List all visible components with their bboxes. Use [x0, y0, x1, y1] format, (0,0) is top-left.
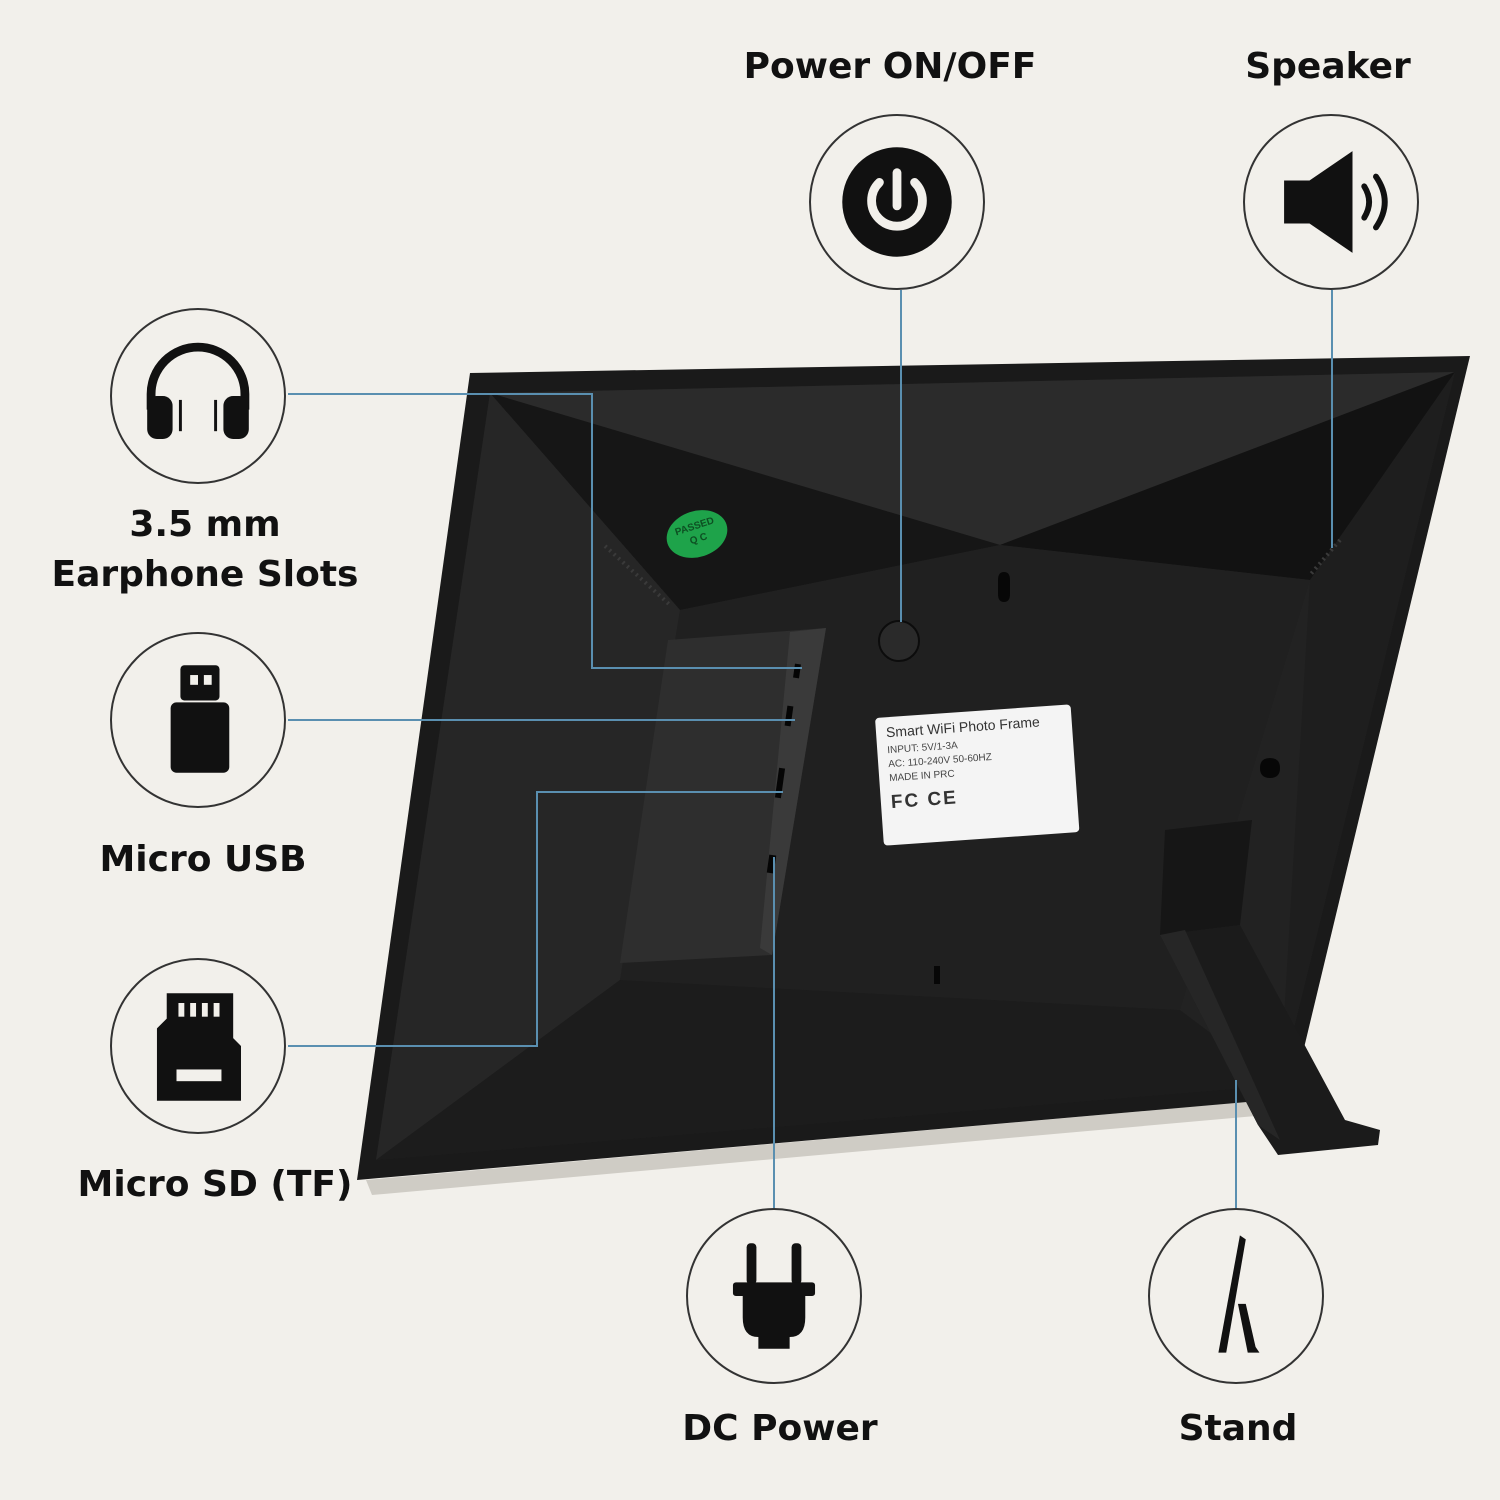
sd-port	[774, 767, 786, 799]
mount-hole-bottom	[934, 966, 940, 984]
facet-top	[490, 372, 1455, 545]
earphone-label-line1: 3.5 mm	[129, 504, 281, 545]
facet-left	[376, 393, 680, 1160]
speaker-grille-left	[603, 544, 672, 607]
earphone-label-line2: Earphone Slots	[51, 554, 359, 596]
power-icon	[842, 147, 952, 257]
headphones-icon	[146, 342, 250, 439]
usb-stick-icon	[170, 665, 230, 773]
facet-bottom	[376, 980, 1280, 1160]
power-button	[878, 620, 920, 662]
mount-hole-top	[998, 572, 1010, 602]
port-strip	[760, 628, 826, 955]
stand-icon	[1218, 1235, 1260, 1353]
facet-right	[1280, 372, 1455, 1085]
sd-label: Micro SD (TF)	[77, 1164, 353, 1205]
leader-sd	[288, 791, 783, 1047]
earphone-label: 3.5 mm Earphone Slots	[40, 500, 370, 601]
mount-hole-right	[1260, 758, 1280, 778]
sd-card-icon	[156, 993, 241, 1101]
stand-label: Stand	[1178, 1408, 1298, 1449]
stand-leg	[1160, 925, 1380, 1155]
power-callout-circle	[809, 114, 985, 290]
dc-label: DC Power	[682, 1408, 878, 1449]
sd-callout-circle	[110, 958, 286, 1134]
speaker-icon	[1284, 151, 1388, 253]
sticker-cert-marks: FC CE	[890, 787, 959, 814]
dc-callout-circle	[686, 1208, 862, 1384]
usb-callout-circle	[110, 632, 286, 808]
speaker-grille-right	[1308, 538, 1342, 577]
power-label: Power ON/OFF	[743, 46, 1037, 87]
usb-port	[784, 705, 794, 727]
speaker-callout-circle	[1243, 114, 1419, 290]
stand-base	[1160, 820, 1252, 935]
rating-sticker: Smart WiFi Photo Frame INPUT: 5V/1-3A AC…	[875, 704, 1080, 846]
usb-label: Micro USB	[99, 839, 307, 880]
leader-earphone	[288, 393, 802, 669]
leader-lines	[288, 290, 1333, 1208]
stand-leg-highlight	[1160, 930, 1280, 1140]
facet-top-right	[1000, 372, 1455, 580]
stand-callout-circle	[1148, 1208, 1324, 1384]
plug-icon	[732, 1243, 816, 1349]
frame-shadow	[366, 1098, 1300, 1195]
speaker-label: Speaker	[1245, 46, 1411, 87]
earphone-callout-circle	[110, 308, 286, 484]
facet-top-left	[490, 393, 1000, 610]
